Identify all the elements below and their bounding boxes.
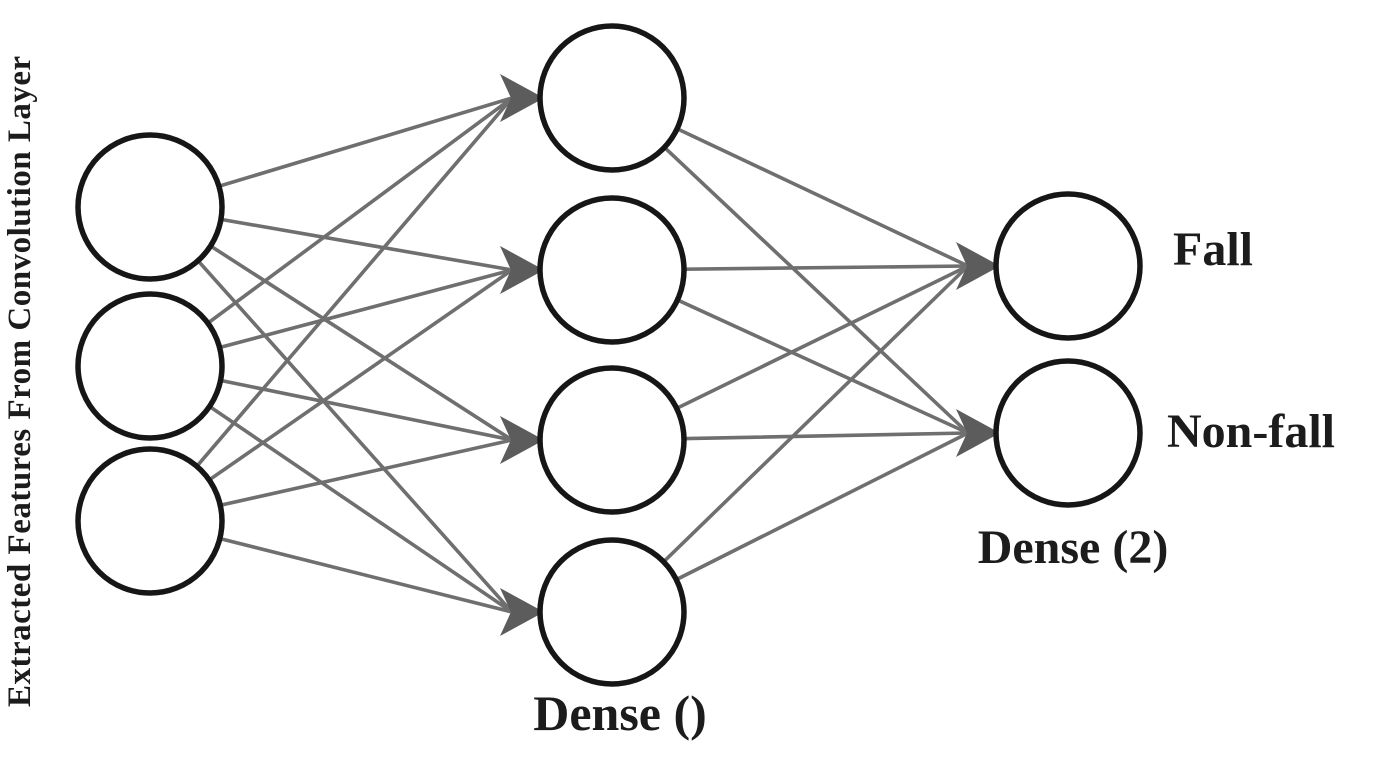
input-layer-node	[75, 291, 225, 441]
connection-edge	[148, 205, 514, 614]
connection-arrowhead-icon	[956, 242, 1000, 290]
connection-edge	[148, 96, 514, 368]
connection-arrowhead-icon	[500, 74, 544, 122]
hidden-layer-node	[537, 195, 687, 345]
output-node-label-fall: Fall	[1173, 223, 1253, 276]
connection-arrowhead-icon	[956, 409, 1000, 457]
hidden-layer-node	[537, 365, 687, 515]
hidden-layer-node	[537, 537, 687, 687]
connection-edge	[610, 96, 970, 435]
output-layer-node	[993, 358, 1143, 508]
input-layer-node	[75, 132, 225, 282]
connection-edge	[610, 264, 970, 614]
connection-arrowhead-icon	[500, 588, 544, 636]
input-layer-label: Extracted Features From Convolution Laye…	[2, 55, 38, 707]
connection-edge	[148, 96, 514, 523]
hidden-layer-node	[537, 23, 687, 173]
input-layer-node	[75, 446, 225, 596]
hidden-layer-label: Dense ()	[533, 685, 707, 741]
output-layer-node	[993, 191, 1143, 341]
connection-arrowhead-icon	[500, 416, 544, 464]
output-layer-label: Dense (2)	[977, 521, 1169, 574]
output-node-label-non-fall: Non-fall	[1167, 405, 1335, 458]
connection-arrowhead-icon	[500, 246, 544, 294]
